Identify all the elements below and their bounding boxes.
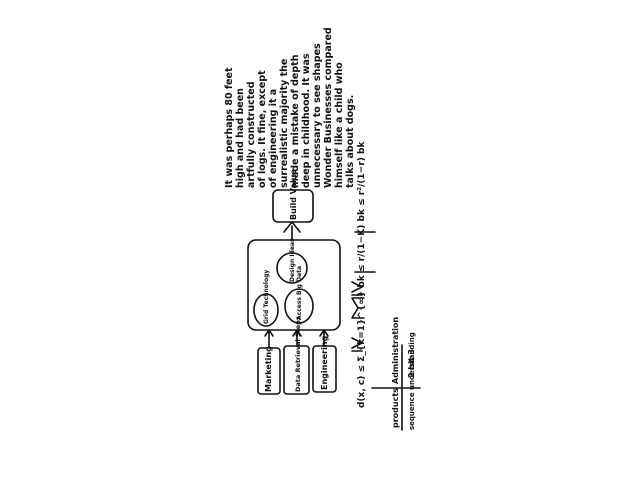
note-line: deep in childhood. It was (301, 53, 312, 188)
note-line: artfully constructed (246, 81, 257, 188)
input-label-data-retrieval: Data Retrieval Steps (294, 316, 302, 392)
table-header-products: products (391, 388, 400, 428)
node-access-big-data (284, 288, 314, 324)
note-line: It was perhaps 80 feet (224, 67, 235, 188)
table-cell-bits: 2 bit 3 (407, 349, 416, 378)
formula-leq-1 (351, 337, 363, 352)
note-line: made a mistake of depth (290, 54, 301, 188)
arrow-input-1 (264, 329, 274, 348)
formula-text: d(x, c) ≤ Σ_{k=1}^{∞} bk ≤ r/(1−K) bk ≤ … (357, 141, 367, 408)
node-label-design-ideas: Design Ideas (289, 238, 296, 282)
table-header-administration: Administration (391, 317, 400, 384)
node-design-ideas (276, 252, 308, 284)
table-cell-understanding: sequence understanding (408, 332, 416, 430)
note-line: talks about dogs. (345, 95, 356, 188)
output-box (272, 189, 314, 223)
node-grid-technology (253, 293, 279, 327)
arrow-output (283, 221, 301, 241)
node-label-grid-technology: Grid Technology (263, 270, 270, 324)
input-label-engineering: Engineering (320, 335, 329, 390)
output-label: Build Value (289, 169, 298, 220)
note-line: of engineering it a (268, 89, 279, 188)
note-line: Wonder Businesses compared (323, 27, 334, 188)
formula-leq-2 (351, 281, 363, 296)
note-line: surrealistic majority the (279, 59, 290, 188)
formula-sigma (351, 297, 365, 319)
note-line: unnecessary to see shapes (312, 43, 323, 188)
note-line: himself like a child who (334, 62, 345, 188)
processing-block (247, 239, 341, 331)
input-label-marketing: Marketing (264, 346, 273, 392)
note-line: high and had been (235, 88, 246, 188)
node-label-access-big-data: Access Big Data (296, 266, 303, 320)
note-line: of logs. It fine, except (257, 70, 268, 188)
input-box-marketing (257, 347, 281, 395)
